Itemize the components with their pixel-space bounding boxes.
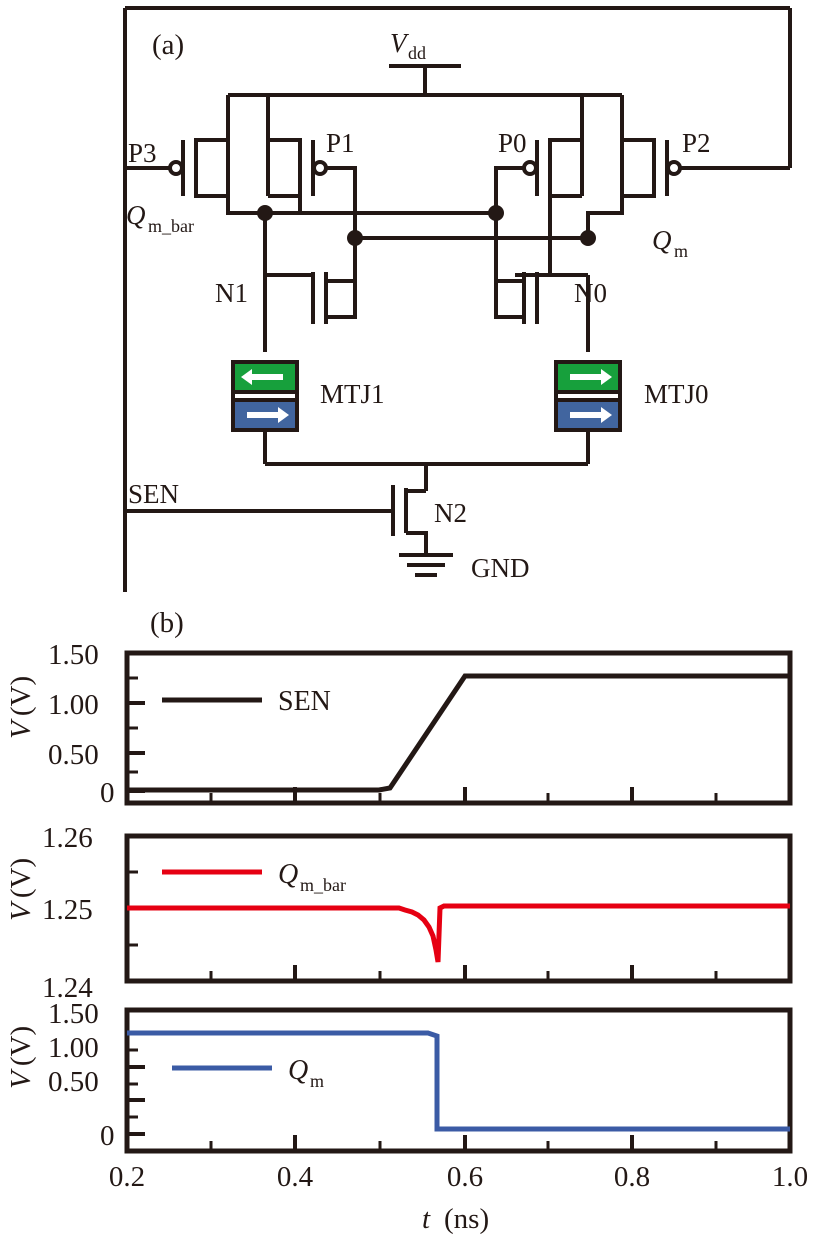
xaxis-title-symbol: t xyxy=(422,1203,431,1235)
chart-qmbar-y-minor-ticks xyxy=(127,870,138,947)
chart-sen-ytick-2: 0.50 xyxy=(48,739,99,771)
chart-qmbar-ylabel-unit: (V) xyxy=(5,858,37,898)
transistor-p0 xyxy=(494,138,584,213)
mtj0 xyxy=(554,360,622,432)
chart-qm-x-ticks xyxy=(293,1135,634,1151)
chart-qmbar-ylabel-symbol: V xyxy=(5,900,37,921)
chart-sen-legend-label: SEN xyxy=(278,686,331,717)
vdd-rail xyxy=(226,93,624,140)
chart-sen-ylabel-symbol: V xyxy=(5,718,37,739)
chart-qm-ylabel-unit: (V) xyxy=(5,1026,37,1066)
chart-qmbar-ytick-1: 1.25 xyxy=(42,894,93,926)
label-qm-sub: m xyxy=(674,241,688,261)
transistor-n1 xyxy=(263,238,357,352)
vdd-symbol xyxy=(389,64,461,95)
chart-sen-ytick-1: 1.00 xyxy=(48,689,99,721)
label-p0: P0 xyxy=(498,128,527,158)
chart-qmbar-x-minor-ticks xyxy=(209,971,718,981)
chart-qm-legend-label-sub: m xyxy=(310,1071,324,1091)
lower-node-wires xyxy=(125,430,590,577)
chart-sen-y-minor-ticks xyxy=(127,676,138,774)
label-sen: SEN xyxy=(128,479,179,509)
chart-sen-y-ticks xyxy=(127,651,145,793)
transistor-p3 xyxy=(125,138,230,198)
chart-sen: 1.50 1.00 0.50 0 V (V) SEN xyxy=(5,639,793,809)
junction-dot-qm xyxy=(580,230,596,246)
label-gnd: GND xyxy=(471,553,530,583)
chart-qm-x-minor-ticks xyxy=(209,1141,718,1151)
panel-b-tag: (b) xyxy=(150,607,184,639)
xtick-label-2: 0.6 xyxy=(447,1161,483,1193)
arrow-right-icon xyxy=(570,407,612,423)
label-mtj0: MTJ0 xyxy=(644,379,709,409)
chart-qm-ytick-3: 0 xyxy=(100,1120,115,1152)
x-axis-labels: 0.2 0.4 0.6 0.8 1.0 t (ns) xyxy=(109,1161,808,1235)
chart-qm-frame xyxy=(124,1007,793,1154)
arrow-right-icon xyxy=(247,407,289,423)
node-wires xyxy=(226,196,624,277)
chart-qm-legend-label: Q xyxy=(288,1055,308,1086)
label-p3: P3 xyxy=(128,138,157,168)
chart-qm-ytick-1: 1.00 xyxy=(48,1032,99,1064)
chart-qmbar-legend-label-sub: m_bar xyxy=(300,875,346,895)
label-qm-bar-sub: m_bar xyxy=(148,216,194,236)
xtick-label-4: 1.0 xyxy=(772,1161,808,1193)
chart-qmbar-ytick-2: 1.24 xyxy=(42,972,93,1004)
chart-qmbar-ylabel: V (V) xyxy=(5,858,37,921)
junction-dot-qmbar xyxy=(257,205,273,221)
chart-sen-ytick-0: 1.50 xyxy=(48,639,99,671)
xtick-label-3: 0.8 xyxy=(614,1161,650,1193)
chart-qmbar-ytick-0: 1.26 xyxy=(42,822,93,854)
chart-qmbar-x-ticks xyxy=(293,965,634,981)
chart-qmbar-legend: Q m_bar xyxy=(162,859,346,895)
chart-sen-ytick-3: 0 xyxy=(100,777,115,809)
panel-b-plots: (b) xyxy=(5,607,808,1235)
chart-qm-ytick-2: 0.50 xyxy=(48,1066,99,1098)
xtick-label-0: 0.2 xyxy=(109,1161,145,1193)
transistor-p2 xyxy=(620,138,790,198)
chart-sen-ylabel-unit: (V) xyxy=(5,676,37,716)
vdd-label: V xyxy=(390,28,410,58)
xaxis-title-unit: (ns) xyxy=(444,1203,489,1235)
chart-qmbar-legend-label: Q xyxy=(278,859,298,890)
label-n1: N1 xyxy=(215,278,248,308)
chart-sen-x-minor-ticks xyxy=(209,793,718,803)
label-qm-bar: Q xyxy=(126,200,146,230)
chart-qm-y-minor-ticks xyxy=(127,1048,138,1119)
chart-sen-ylabel: V (V) xyxy=(5,676,37,739)
label-qm: Q xyxy=(652,225,672,255)
chart-qm-ytick-0: 1.50 xyxy=(48,998,99,1030)
label-mtj1: MTJ1 xyxy=(320,379,385,409)
chart-sen-series-line xyxy=(127,673,790,793)
label-p2: P2 xyxy=(682,128,711,158)
chart-qm-ylabel-symbol: V xyxy=(5,1068,37,1089)
transistor-n0 xyxy=(494,213,590,352)
chart-qm: 1.50 1.00 0.50 0 V (V) Q m xyxy=(5,998,793,1154)
chart-qm-ylabel: V (V) xyxy=(5,1026,37,1089)
xtick-label-1: 0.4 xyxy=(277,1161,314,1193)
chart-qmbar: 1.26 1.25 1.24 V (V) Q m_bar xyxy=(5,822,793,1004)
label-n0: N0 xyxy=(574,278,607,308)
vdd-label-sub: dd xyxy=(408,43,426,63)
arrow-right-icon xyxy=(570,369,612,385)
panel-a-tag: (a) xyxy=(152,29,184,61)
label-p1: P1 xyxy=(326,128,355,158)
arrow-left-icon xyxy=(241,369,283,385)
chart-sen-legend: SEN xyxy=(162,686,331,717)
chart-qmbar-series-line xyxy=(127,903,790,963)
mtj1 xyxy=(231,360,299,432)
chart-qm-series-line xyxy=(127,1030,790,1132)
panel-a-circuit: V dd P3 xyxy=(123,6,792,592)
chart-qm-legend: Q m xyxy=(172,1055,324,1091)
label-n2: N2 xyxy=(434,498,467,528)
outer-frame xyxy=(123,6,792,592)
